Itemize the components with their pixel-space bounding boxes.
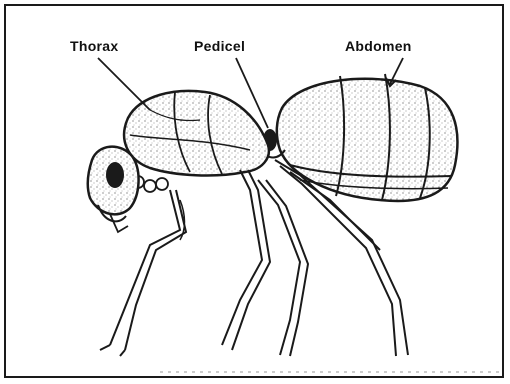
head-part: [88, 147, 139, 232]
pedicel-label: Pedicel: [194, 38, 245, 54]
middle-leg-part: [222, 170, 308, 356]
scan-artifact: [160, 368, 500, 376]
thorax-part: [124, 91, 269, 176]
abdomen-label: Abdomen: [345, 38, 412, 54]
eye-part: [106, 162, 124, 188]
thorax-label: Thorax: [70, 38, 118, 54]
thorax-leader: [98, 58, 150, 110]
